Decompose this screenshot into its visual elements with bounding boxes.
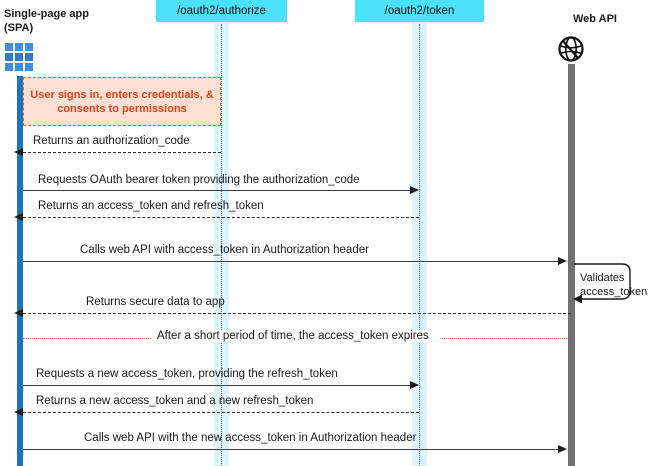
message-arrowhead-4 (558, 257, 567, 265)
message-line-3 (23, 217, 419, 218)
message-line-2 (23, 190, 410, 191)
message-line-1 (23, 152, 221, 153)
message-label-4: Calls web API with access_token in Autho… (80, 244, 369, 256)
message-line-8 (23, 449, 559, 450)
participant-box-authorize[interactable]: /oauth2/authorize (156, 0, 287, 22)
message-label-6: Requests a new access_token, providing t… (36, 368, 338, 380)
message-label-2: Requests OAuth bearer token providing th… (38, 174, 360, 186)
lifeline-authorize (221, 24, 222, 466)
message-line-5 (23, 313, 571, 314)
message-label-7: Returns a new access_token and a new ref… (36, 395, 314, 407)
note-user-signin: User signs in, enters credentials, & con… (23, 77, 221, 126)
self-message-loop-webapi (573, 263, 631, 304)
participant-box-token[interactable]: /oauth2/token (355, 0, 484, 22)
activation-bar-spa (17, 76, 23, 466)
participant-title-webapi: Web API (572, 13, 617, 25)
message-arrowhead-2 (410, 186, 419, 194)
divider-line-left (23, 338, 151, 339)
participant-title-spa: Single-page app (SPA) (4, 8, 89, 34)
message-arrowhead-3 (14, 213, 23, 221)
message-arrowhead-6 (410, 381, 419, 389)
message-arrowhead-8 (558, 445, 567, 453)
divider-label: After a short period of time, the access… (152, 330, 434, 342)
message-arrowhead-7 (14, 408, 23, 416)
globe-icon (556, 34, 586, 69)
message-label-5: Returns secure data to app (86, 296, 225, 308)
divider-line-right (440, 338, 571, 339)
message-line-4 (23, 261, 559, 262)
lifeline-webapi (568, 64, 575, 466)
message-arrowhead-5 (14, 309, 23, 317)
message-label-3: Returns an access_token and refresh_toke… (38, 200, 264, 212)
message-label-8: Calls web API with the new access_token … (84, 432, 417, 444)
message-line-6 (23, 385, 410, 386)
message-line-7 (23, 412, 419, 413)
self-message-label: Validates access_token (580, 272, 648, 298)
message-label-1: Returns an authorization_code (33, 135, 190, 147)
app-grid-icon (5, 43, 33, 71)
lifeline-token (419, 24, 420, 466)
message-arrowhead-1 (14, 148, 23, 156)
